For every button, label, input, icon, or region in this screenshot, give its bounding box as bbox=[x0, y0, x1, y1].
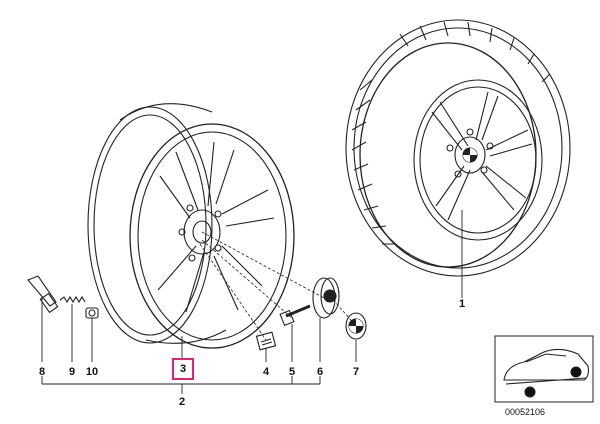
callout-9: 9 bbox=[68, 366, 76, 378]
callout-6: 6 bbox=[316, 366, 324, 378]
callout-2: 2 bbox=[178, 396, 186, 408]
reference-number: 00052106 bbox=[505, 407, 546, 417]
explode-lines bbox=[199, 231, 357, 341]
wheel-bolt-part bbox=[279, 304, 311, 327]
callout-5: 5 bbox=[288, 366, 296, 378]
callout-7: 7 bbox=[352, 366, 360, 378]
emblem-part bbox=[345, 312, 367, 340]
callout-1: 1 bbox=[458, 298, 466, 310]
callout-3[interactable]: 3 bbox=[179, 363, 187, 375]
valve-part bbox=[27, 275, 59, 314]
leader-lines bbox=[41, 210, 463, 394]
callout-10: 10 bbox=[85, 366, 99, 378]
highlight-box bbox=[172, 358, 194, 380]
nut-part bbox=[85, 307, 99, 319]
complete-wheel-tire bbox=[345, 19, 571, 277]
car-thumbnail bbox=[494, 335, 594, 403]
disc-wheel bbox=[87, 103, 295, 349]
spring-part bbox=[59, 295, 86, 304]
callout-4: 4 bbox=[262, 366, 270, 378]
hub-cap-part bbox=[312, 277, 340, 319]
label-plate-part bbox=[255, 331, 277, 351]
callout-8: 8 bbox=[38, 366, 46, 378]
